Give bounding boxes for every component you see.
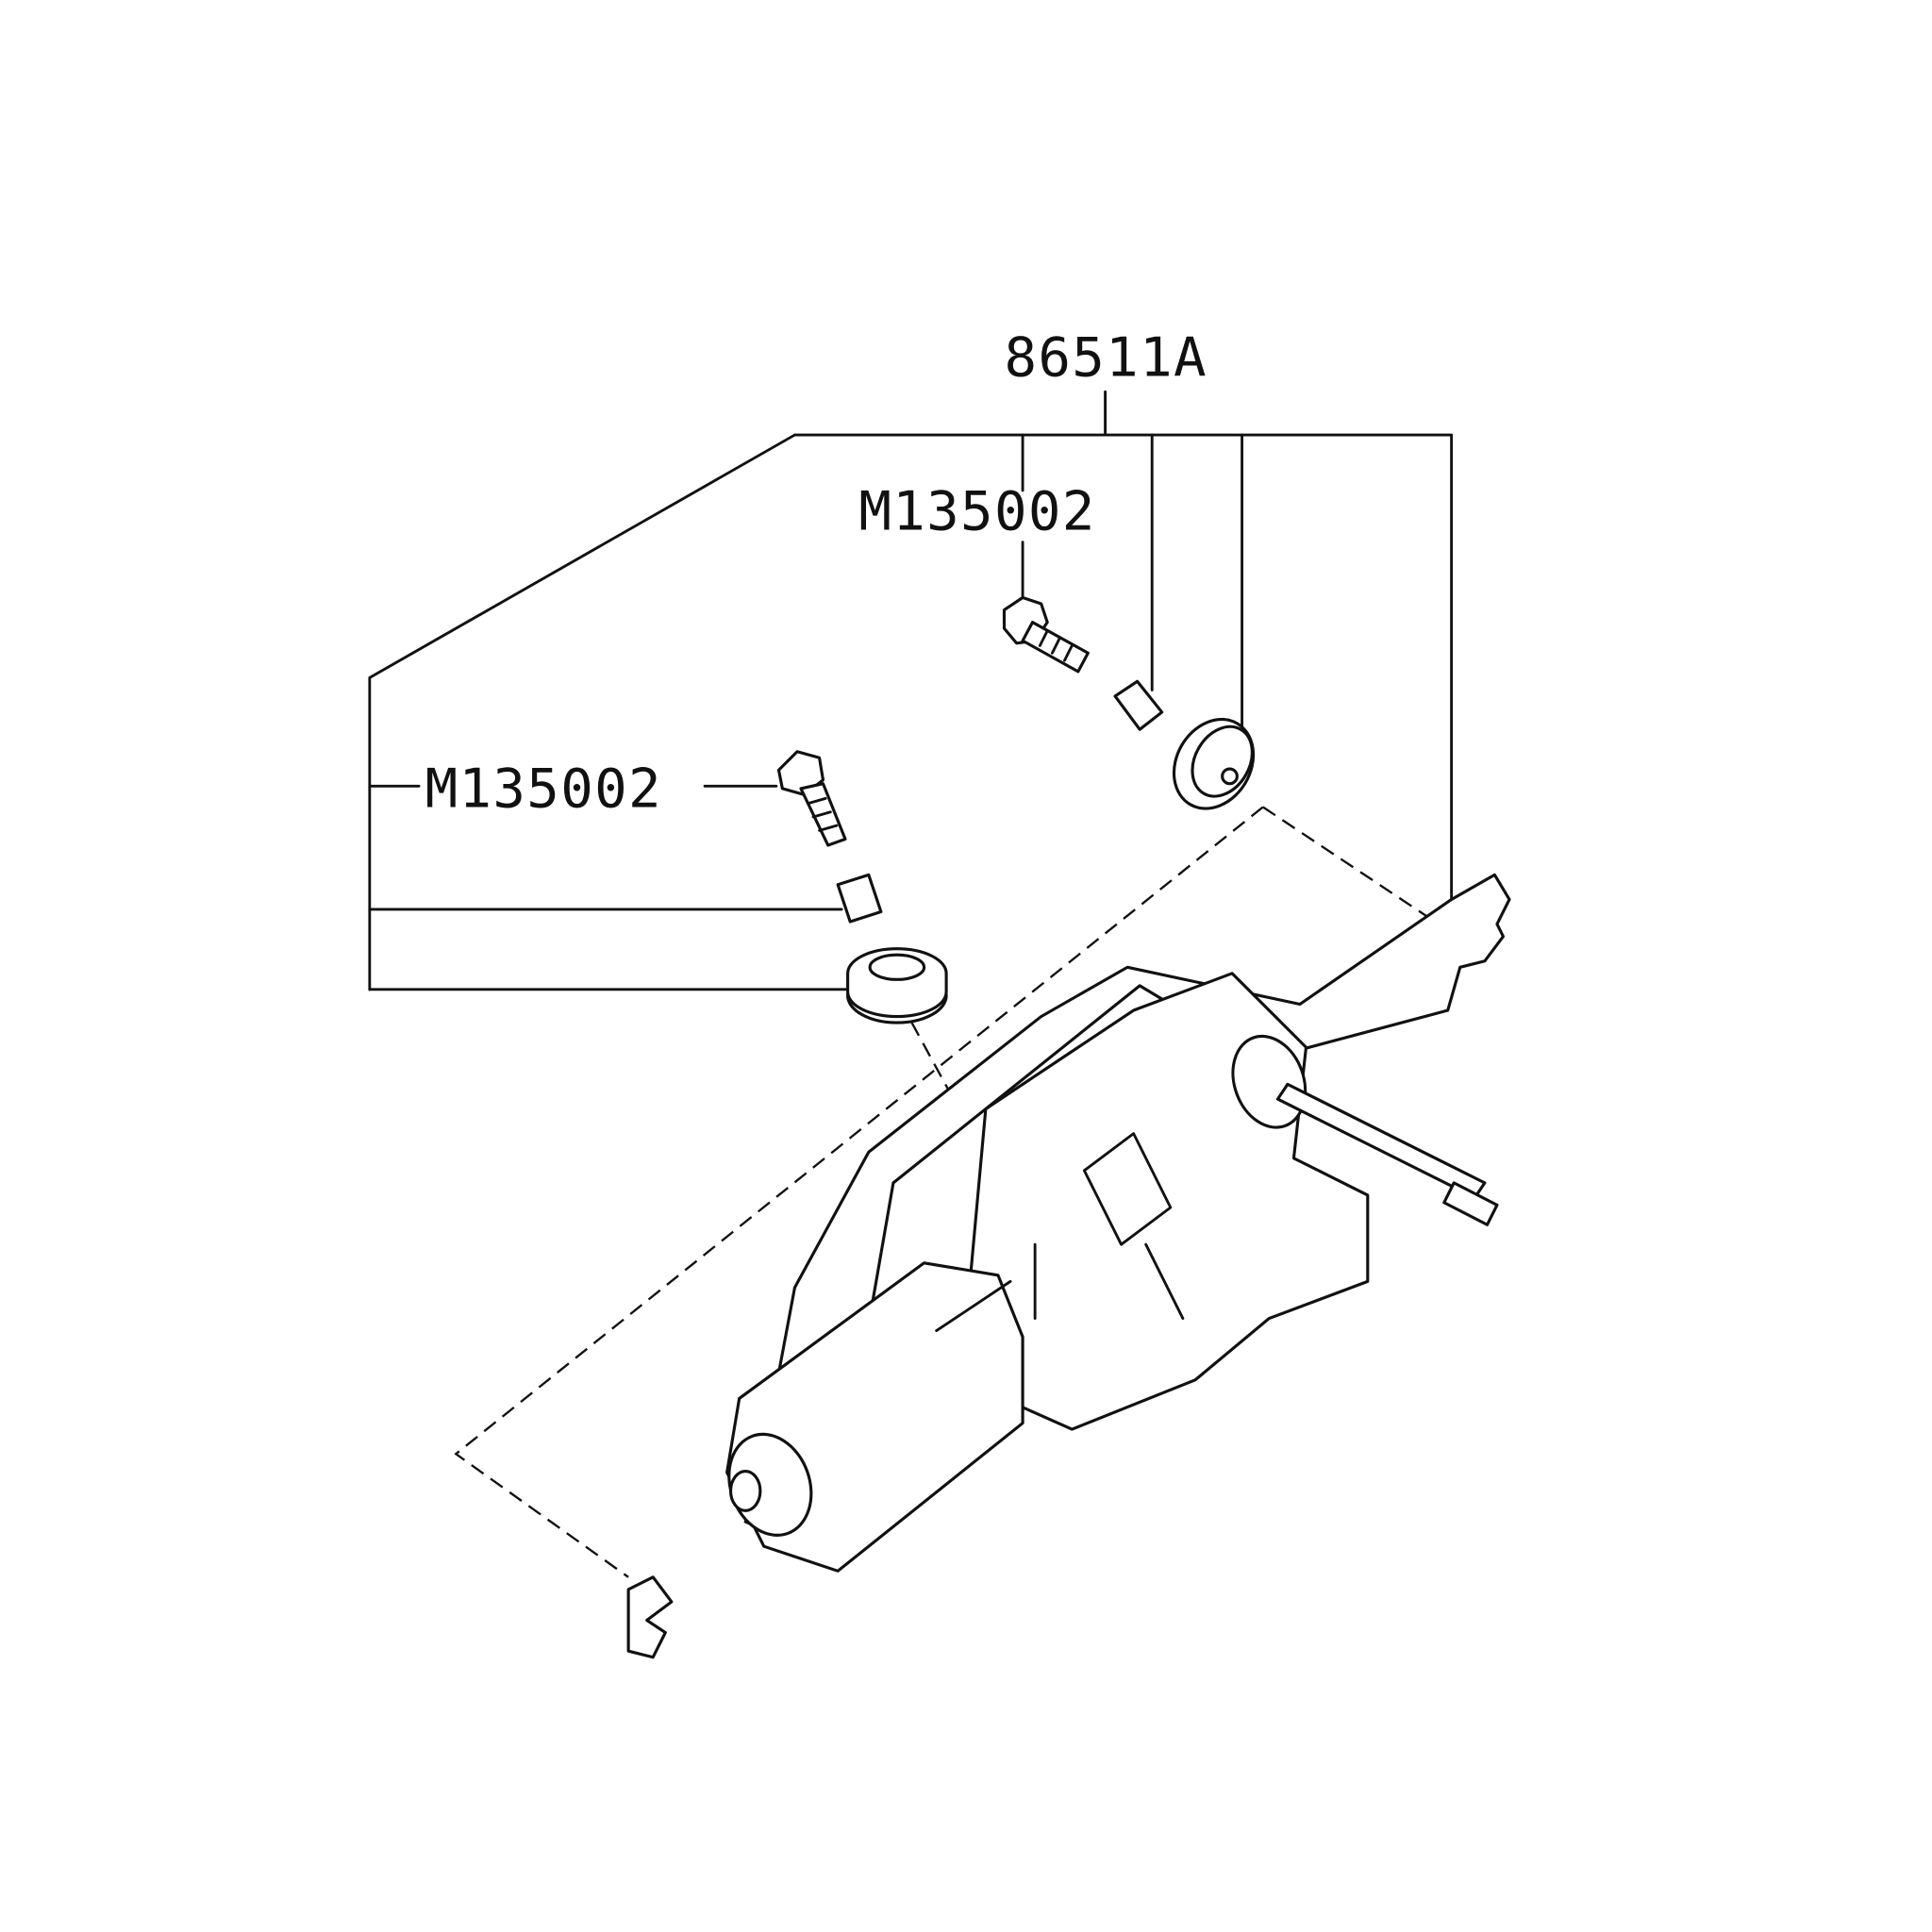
grommet-lower-icon xyxy=(846,947,948,1024)
bolt-lower-icon xyxy=(776,750,847,847)
alignment-dashes xyxy=(454,806,1430,1578)
bolt-upper-icon xyxy=(1002,595,1090,674)
label-86511a: 86511A xyxy=(1004,325,1207,389)
wiper-motor-icon xyxy=(626,873,1511,1659)
label-m135002-lower: M135002 xyxy=(425,758,662,821)
label-m135002-upper: M135002 xyxy=(858,480,1095,543)
collar-upper-icon xyxy=(1113,679,1164,731)
leader-lines xyxy=(368,390,1454,991)
grommet-upper-icon xyxy=(1172,717,1256,810)
collar-lower-icon xyxy=(836,873,883,924)
